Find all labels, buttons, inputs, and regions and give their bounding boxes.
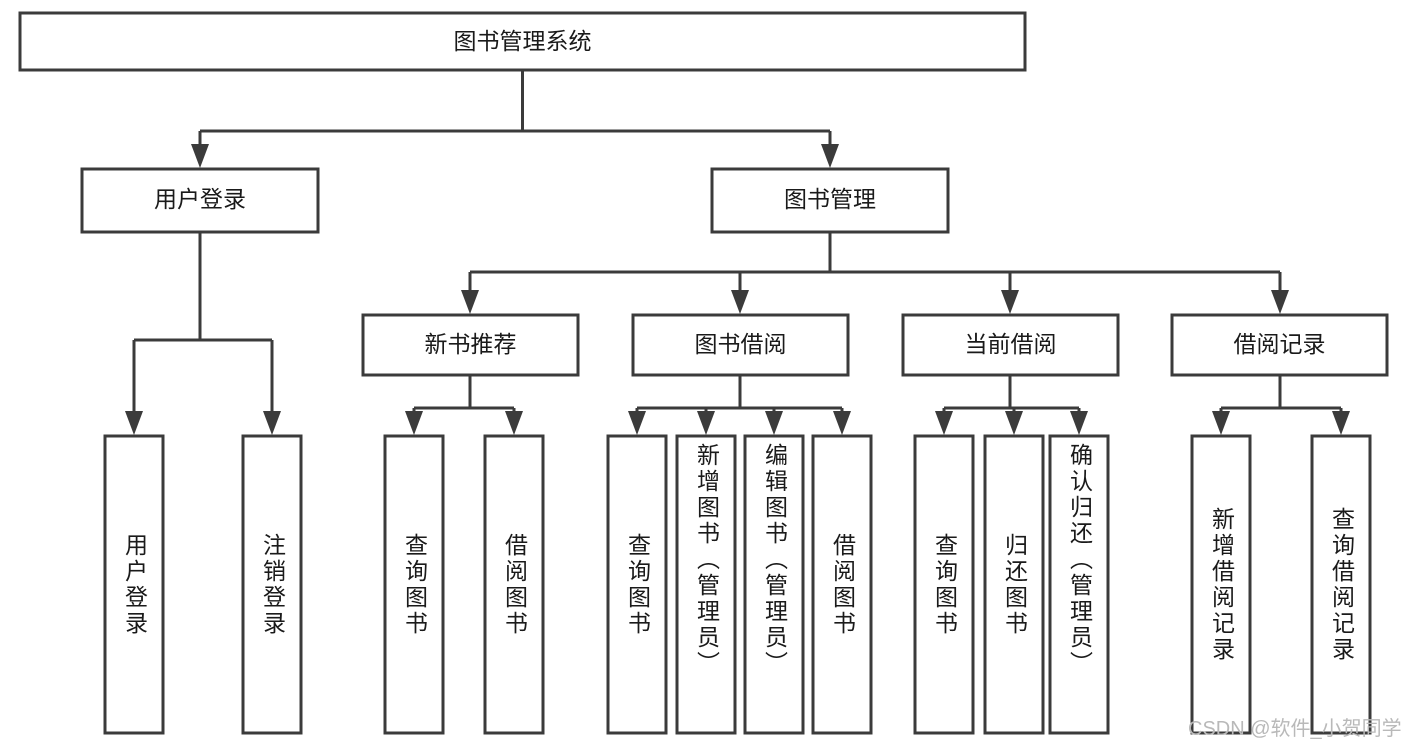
arrow-icon [628, 411, 646, 435]
node-leaf-return-book[interactable] [983, 434, 1045, 735]
arrow-icon [125, 411, 143, 435]
connector-newbook-to-leaves [405, 375, 523, 435]
arrow-icon [505, 411, 523, 435]
connector-root-to-level2 [191, 70, 839, 168]
node-leaf-user-login[interactable] [103, 434, 165, 735]
arrow-icon [765, 411, 783, 435]
connector-currentborrow-to-leaves [935, 375, 1088, 435]
node-current-borrow-label: 当前借阅 [965, 331, 1057, 357]
node-leaf-query-book-2[interactable] [606, 434, 668, 735]
node-leaf-borrow-book-1[interactable] [483, 434, 545, 735]
node-new-book-recommend-label: 新书推荐 [425, 331, 517, 357]
node-leaf-borrow-book-2[interactable] [811, 434, 873, 735]
node-leaf-query-book-3[interactable] [913, 434, 975, 735]
node-leaf-add-record[interactable] [1190, 434, 1252, 735]
connector-bookborrow-to-leaves [628, 375, 851, 435]
watermark: CSDN @软件_小贺同学 [1188, 718, 1402, 740]
arrow-icon [1001, 290, 1019, 314]
node-leaf-logout[interactable] [241, 434, 303, 735]
connector-userlogin-to-leaves [125, 232, 281, 435]
node-new-book-recommend[interactable]: 新书推荐 [361, 313, 580, 377]
arrow-icon [263, 411, 281, 435]
arrow-icon [833, 411, 851, 435]
leaf-nodes-group [103, 434, 1372, 735]
node-book-manage[interactable]: 图书管理 [710, 167, 950, 234]
arrow-icon [405, 411, 423, 435]
node-leaf-edit-book[interactable] [743, 434, 805, 735]
node-root[interactable]: 图书管理系统 [18, 11, 1027, 72]
node-user-login[interactable]: 用户登录 [80, 167, 320, 234]
node-leaf-query-book-1[interactable] [383, 434, 445, 735]
arrow-icon [821, 144, 839, 168]
connector-borrowrecord-to-leaves [1212, 375, 1350, 435]
node-user-login-label: 用户登录 [154, 186, 246, 212]
arrow-icon [935, 411, 953, 435]
arrow-icon [1332, 411, 1350, 435]
arrow-icon [461, 290, 479, 314]
node-leaf-query-record[interactable] [1310, 434, 1372, 735]
node-current-borrow[interactable]: 当前借阅 [901, 313, 1120, 377]
arrow-icon [1212, 411, 1230, 435]
node-borrow-record-label: 借阅记录 [1234, 331, 1326, 357]
node-root-label: 图书管理系统 [454, 28, 592, 54]
node-book-manage-label: 图书管理 [784, 186, 876, 212]
node-book-borrow-label: 图书借阅 [695, 331, 787, 357]
arrow-icon [1271, 290, 1289, 314]
arrow-icon [697, 411, 715, 435]
node-leaf-add-book[interactable] [675, 434, 737, 735]
arrow-icon [731, 290, 749, 314]
arrow-icon [191, 144, 209, 168]
node-book-borrow[interactable]: 图书借阅 [631, 313, 850, 377]
node-leaf-confirm-return[interactable] [1048, 434, 1110, 735]
arrow-icon [1005, 411, 1023, 435]
node-borrow-record[interactable]: 借阅记录 [1170, 313, 1389, 377]
arrow-icon [1070, 411, 1088, 435]
connector-bookmanage-to-level3 [461, 232, 1289, 314]
